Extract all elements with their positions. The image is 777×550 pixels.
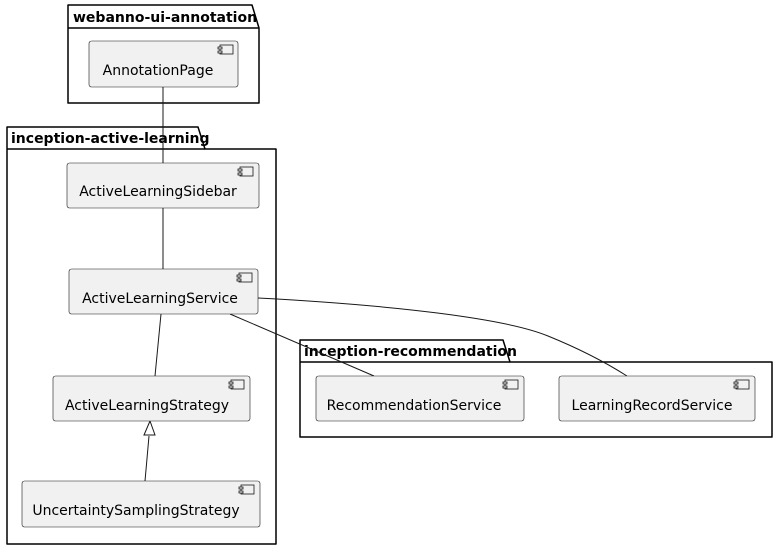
component-active-learning-strategy[interactable]: ActiveLearningStrategy <box>52 375 251 422</box>
package-title: inception-recommendation <box>304 344 517 360</box>
component-label: ActiveLearningStrategy <box>65 398 229 414</box>
relationships <box>143 87 628 482</box>
package-title: inception-active-learning <box>11 131 210 147</box>
package-title: webanno-ui-annotation <box>73 10 257 26</box>
component-active-learning-sidebar[interactable]: ActiveLearningSidebar <box>66 162 260 209</box>
component-label: ActiveLearningSidebar <box>79 184 237 200</box>
component-icon <box>228 379 245 390</box>
component-icon <box>733 379 750 390</box>
component-label: UncertaintySamplingStrategy <box>32 503 239 519</box>
package-inception-active-learning: inception-active-learning <box>6 126 277 545</box>
component-label: RecommendationService <box>327 398 502 414</box>
component-label: LearningRecordService <box>572 398 733 414</box>
component-uncertainty-sampling-strategy[interactable]: UncertaintySamplingStrategy <box>21 480 261 528</box>
component-active-learning-service[interactable]: ActiveLearningService <box>68 268 259 315</box>
component-icon <box>236 272 253 283</box>
component-label: ActiveLearningService <box>82 291 238 307</box>
inheritance-arrowhead <box>143 419 156 436</box>
package-webanno-ui-annotation: webanno-ui-annotation <box>67 4 260 104</box>
component-annotation-page[interactable]: AnnotationPage <box>88 40 239 88</box>
component-icon <box>217 44 234 55</box>
inheritance-uncertainty-strategy <box>144 435 150 482</box>
component-icon <box>238 484 255 495</box>
component-recommendation-service[interactable]: RecommendationService <box>315 375 525 422</box>
component-learning-record-service[interactable]: LearningRecordService <box>558 375 756 422</box>
component-icon <box>502 379 519 390</box>
link-service-recommendationservice <box>229 313 375 377</box>
link-service-learningrecordservice <box>257 297 628 377</box>
package-tab <box>6 126 277 545</box>
component-icon <box>237 166 254 177</box>
package-tab <box>299 339 773 438</box>
package-tab <box>67 4 260 104</box>
package-inception-recommendation: inception-recommendation <box>299 339 773 438</box>
link-service-strategy <box>154 313 162 377</box>
component-label: AnnotationPage <box>103 63 214 79</box>
